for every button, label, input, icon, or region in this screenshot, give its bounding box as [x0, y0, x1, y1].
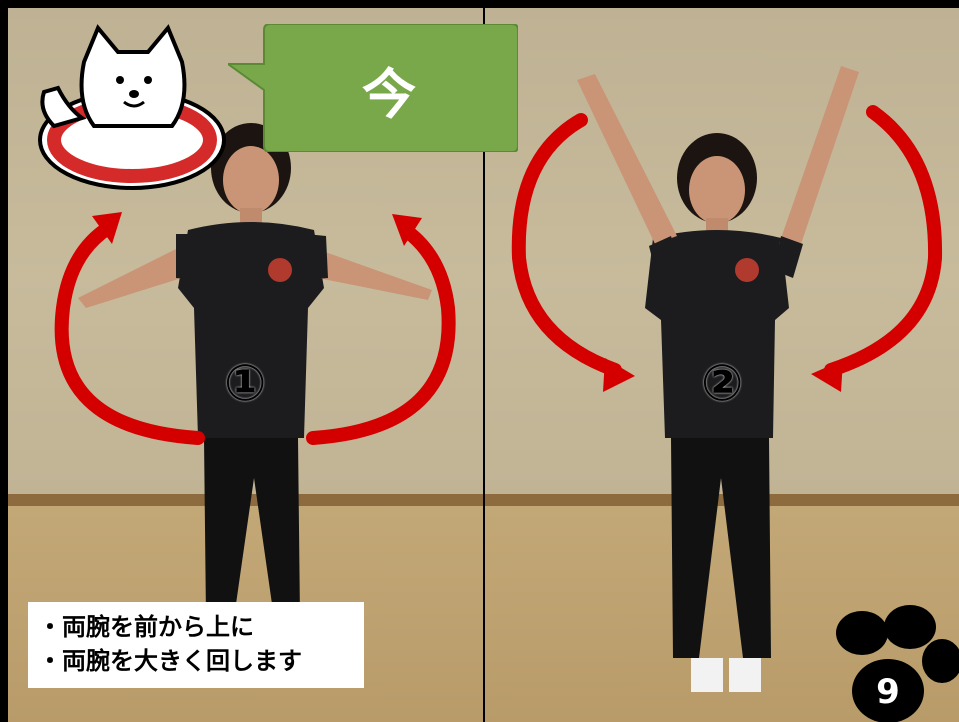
baseboard: [485, 494, 959, 506]
circular-arrow-left: [511, 113, 635, 392]
circular-arrow-right: [811, 105, 943, 392]
step-number-2: ②: [701, 354, 744, 412]
person-arms-forward: [54, 123, 456, 618]
caption-line-1: ・両腕を前から上に: [38, 613, 254, 641]
instruction-caption: ・両腕を前から上に ・両腕を大きく回します: [28, 602, 364, 688]
step-number-1: ①: [224, 354, 267, 412]
caption-line-2: ・両腕を大きく回します: [38, 647, 302, 675]
circular-arrow-right: [306, 214, 456, 445]
photo-step-2: ②: [485, 8, 959, 722]
speech-bubble: [228, 24, 518, 152]
page-number: 9: [876, 672, 900, 712]
speech-bubble-text: 今: [362, 62, 416, 126]
circular-arrow-left: [54, 212, 205, 445]
paw-icon: [836, 605, 959, 722]
person-arms-raised: [511, 66, 943, 692]
mascot-dog-illustration: [38, 24, 226, 190]
